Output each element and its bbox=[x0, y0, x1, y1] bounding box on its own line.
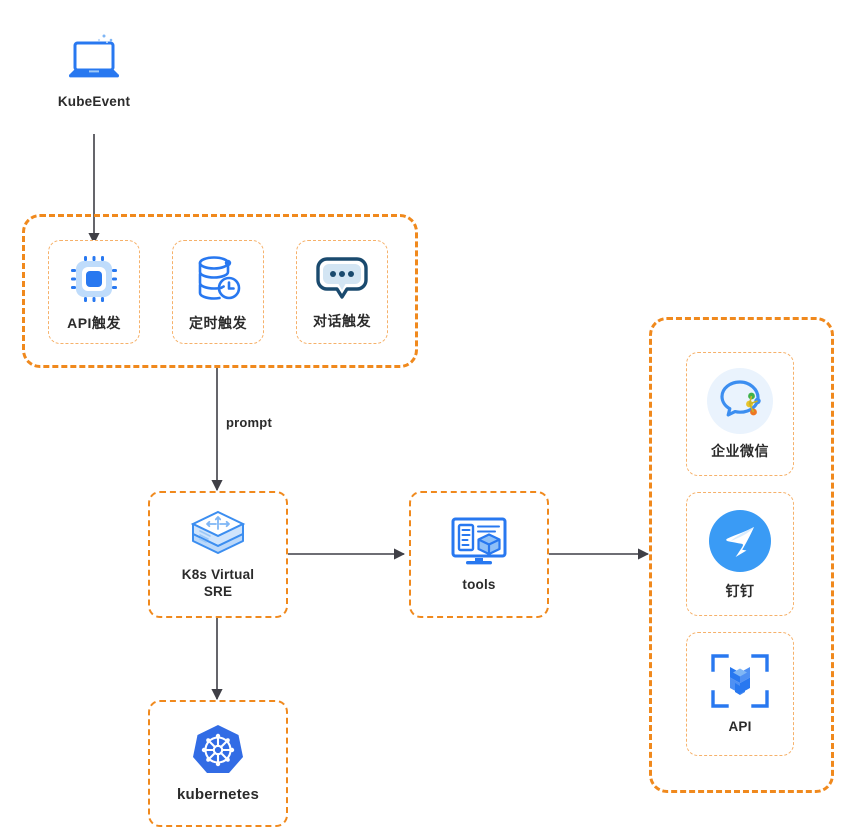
node-api-trigger[interactable]: API触发 bbox=[48, 240, 140, 344]
laptop-icon bbox=[63, 31, 125, 85]
kubernetes-helm-icon bbox=[191, 723, 245, 777]
node-tools-label: tools bbox=[462, 576, 496, 592]
edge-label-prompt: prompt bbox=[226, 415, 272, 430]
node-kubeevent[interactable]: KubeEvent bbox=[24, 8, 164, 134]
trigger-group bbox=[22, 214, 418, 368]
node-api-output-label: API bbox=[728, 719, 752, 735]
wecom-icon bbox=[707, 367, 773, 434]
node-api-output[interactable]: API bbox=[686, 632, 794, 756]
node-api-trigger-label: API触发 bbox=[67, 314, 121, 331]
node-kubernetes[interactable]: kubernetes bbox=[148, 700, 288, 827]
node-wecom-label: 企业微信 bbox=[711, 442, 769, 459]
api-cube-icon bbox=[709, 652, 771, 710]
dingtalk-icon bbox=[707, 508, 773, 574]
node-kubeevent-label: KubeEvent bbox=[57, 94, 131, 110]
channel-group bbox=[649, 317, 834, 793]
node-dingtalk-label: 钉钉 bbox=[725, 582, 755, 599]
node-tools[interactable]: tools bbox=[409, 491, 549, 618]
node-dialog-trigger-label: 对话触发 bbox=[313, 312, 371, 329]
layered-box-icon bbox=[189, 508, 247, 558]
database-clock-icon bbox=[191, 252, 245, 306]
monitor-cube-icon bbox=[449, 516, 509, 568]
node-schedule-trigger-label: 定时触发 bbox=[189, 314, 247, 331]
node-k8s-virtual-sre-label: K8s Virtual SRE bbox=[181, 567, 255, 599]
node-kubernetes-label: kubernetes bbox=[176, 785, 260, 803]
node-schedule-trigger[interactable]: 定时触发 bbox=[172, 240, 264, 344]
node-dingtalk[interactable]: 钉钉 bbox=[686, 492, 794, 616]
chip-icon bbox=[67, 252, 121, 306]
node-wecom[interactable]: 企业微信 bbox=[686, 352, 794, 476]
speech-bubble-icon bbox=[315, 254, 369, 304]
node-dialog-trigger[interactable]: 对话触发 bbox=[296, 240, 388, 344]
node-k8s-virtual-sre[interactable]: K8s Virtual SRE bbox=[148, 491, 288, 618]
